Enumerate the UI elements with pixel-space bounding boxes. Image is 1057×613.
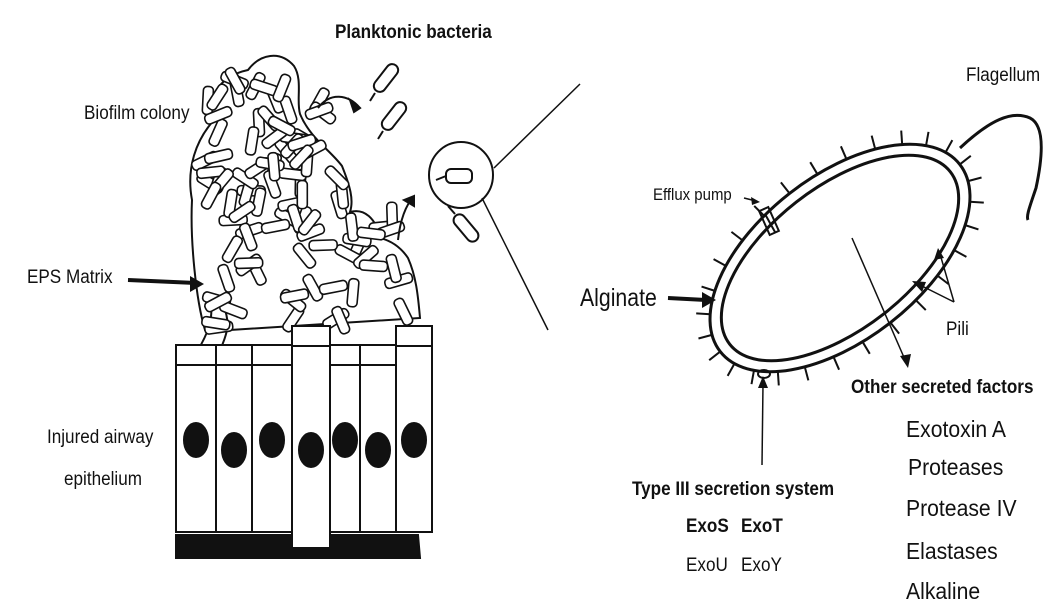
pilus <box>916 300 926 310</box>
pilus <box>805 367 809 381</box>
pilus <box>946 140 953 152</box>
cell-nucleus <box>222 433 246 467</box>
eps-matrix-label: EPS Matrix <box>27 268 113 287</box>
eps-arrow <box>128 280 196 283</box>
planktonic-cell <box>371 62 400 95</box>
flagellum <box>960 115 1041 220</box>
zoom-line-lower <box>482 198 548 330</box>
biofilm-rod <box>347 278 359 307</box>
biofilm-rod <box>204 148 234 164</box>
biofilm-rod <box>268 152 280 181</box>
secreted-factor-item: Proteases <box>908 456 1003 479</box>
secreted-factor-item: Protease IV <box>906 497 1017 520</box>
pilus <box>863 342 870 354</box>
pilus <box>731 232 742 241</box>
pilus <box>696 313 710 314</box>
pilus <box>781 182 790 193</box>
exou-label: ExoU <box>686 556 728 575</box>
exot-label: ExoT <box>741 517 783 536</box>
pili-label: Pili <box>946 320 969 339</box>
pilus <box>751 370 753 384</box>
type-iii-arrow <box>762 384 763 465</box>
bacterial-rods <box>190 66 414 335</box>
secreted-factor-item: Exotoxin A <box>906 418 1006 441</box>
planktonic-cell <box>451 212 481 244</box>
biofilm-rod <box>297 181 307 209</box>
cell-nucleus <box>299 433 323 467</box>
biofilm-rod <box>217 263 236 293</box>
pilus <box>960 156 971 165</box>
injured-airway-label-line1: Injured airway <box>47 428 153 447</box>
cell-nucleus <box>366 433 390 467</box>
zoom-circle <box>429 142 493 208</box>
pilus <box>702 287 715 291</box>
secreted-factor-item: Elastases <box>906 540 998 563</box>
alginate-arrow <box>668 298 706 300</box>
biofilm-panel <box>128 56 580 558</box>
pilus <box>872 136 876 150</box>
zoomed-cell <box>446 169 472 183</box>
pilus <box>728 364 735 376</box>
exos-label: ExoS <box>686 517 729 536</box>
exoy-label: ExoY <box>741 556 782 575</box>
alginate-label: Alginate <box>580 286 657 311</box>
pilus <box>965 225 978 229</box>
biofilm-rod <box>261 219 290 234</box>
flagellum-label: Flagellum <box>966 66 1040 85</box>
planktonic-bacteria-label: Planktonic bacteria <box>335 23 492 42</box>
pilus <box>709 352 720 361</box>
cell-wall-inner <box>686 116 994 400</box>
pilus <box>834 357 840 370</box>
epithelial-cells <box>176 326 432 548</box>
efflux-pump-label: Efflux pump <box>653 186 732 203</box>
other-secreted-factors-label: Other secreted factors <box>851 378 1033 397</box>
biofilm-rod <box>309 240 337 251</box>
type-iii-secretion-label: Type III secretion system <box>632 480 834 499</box>
pilus <box>841 146 847 159</box>
pilus <box>970 202 984 203</box>
biofilm-rod <box>245 126 259 155</box>
pilus <box>901 131 902 145</box>
cell-nucleus <box>402 423 426 457</box>
biofilm-rod <box>235 258 263 269</box>
zoom-line-upper <box>494 84 580 168</box>
cell-wall-outer <box>670 100 1011 416</box>
cell-nucleus <box>333 423 357 457</box>
pilus <box>954 250 966 257</box>
pilus <box>714 259 726 266</box>
biofilm-colony-label: Biofilm colony <box>84 104 189 123</box>
pilus <box>926 132 928 146</box>
injured-airway-label-line2: epithelium <box>64 470 142 489</box>
pilus <box>810 162 817 174</box>
cell-nucleus <box>184 423 208 457</box>
cell-nucleus <box>260 423 284 457</box>
biofilm-rod <box>319 280 348 295</box>
secreted-factor-item: Alkaline <box>906 580 980 603</box>
biofilm-rod <box>393 297 414 327</box>
biofilm-rod <box>359 260 388 272</box>
pilus <box>968 178 982 182</box>
planktonic-cell <box>379 100 408 133</box>
bacterium-panel <box>668 100 1041 465</box>
pilus <box>698 335 712 339</box>
pilus <box>778 371 779 385</box>
